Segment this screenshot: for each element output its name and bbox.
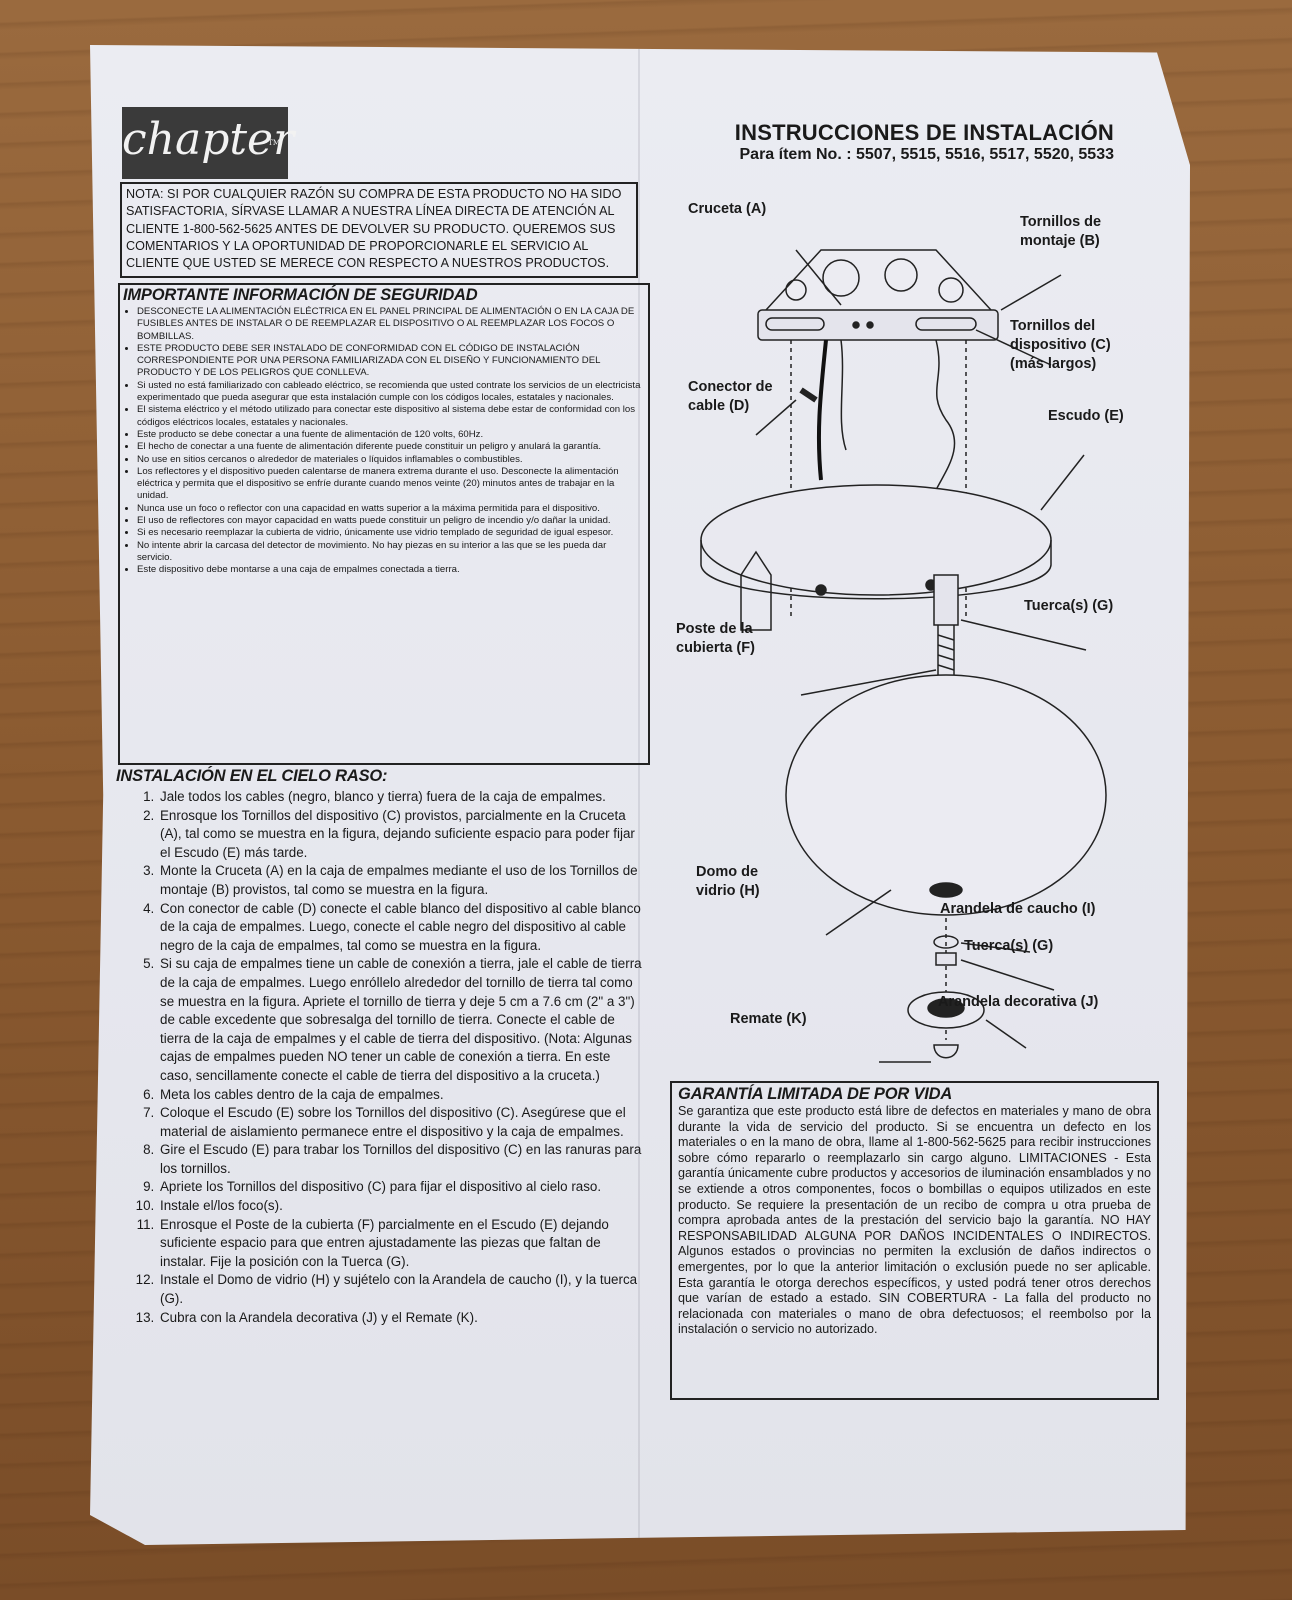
step-item: Si su caja de empalmes tiene un cable de… bbox=[158, 955, 646, 1085]
safety-item: Nunca use un foco o reflector con una ca… bbox=[137, 503, 644, 515]
chapter-logo: chapter TM bbox=[122, 107, 294, 179]
instruction-sheet: chapter TM INSTRUCCIONES DE INSTALACIÓN … bbox=[90, 45, 1190, 1545]
installation-heading: INSTALACIÓN EN EL CIELO RASO: bbox=[116, 767, 388, 785]
label-fixture-screws: Tornillos del dispositivo (C) (más largo… bbox=[1010, 318, 1111, 372]
step-item: Gire el Escudo (E) para trabar los Torni… bbox=[158, 1141, 646, 1178]
logo-brand: chapter bbox=[122, 114, 295, 165]
safety-item: DESCONECTE LA ALIMENTACIÓN ELÉCTRICA EN … bbox=[137, 306, 644, 343]
safety-item: Este dispositivo debe montarse a una caj… bbox=[137, 564, 644, 576]
label-canopy-post: Poste de la cubierta (F) bbox=[676, 621, 755, 656]
step-item: Monte la Cruceta (A) en la caja de empal… bbox=[158, 862, 646, 899]
label-nut-bottom: Tuerca(s) (G) bbox=[964, 938, 1054, 954]
step-item: Jale todos los cables (negro, blanco y t… bbox=[158, 788, 646, 807]
step-item: Meta los cables dentro de la caja de emp… bbox=[158, 1086, 646, 1105]
leader-lines bbox=[755, 249, 1087, 1063]
safety-item: El uso de reflectores con mayor capacida… bbox=[137, 515, 644, 527]
fixture-exploded-diagram bbox=[700, 249, 1107, 1063]
label-mounting-screws: Tornillos de montaje (B) bbox=[1020, 214, 1102, 249]
warranty-text: Se garantiza que este producto está libr… bbox=[678, 1104, 1151, 1337]
document-title: INSTRUCCIONES DE INSTALACIÓN bbox=[734, 120, 1114, 145]
safety-heading: IMPORTANTE INFORMACIÓN DE SEGURIDAD bbox=[123, 286, 478, 304]
label-finial: Remate (K) bbox=[730, 1011, 807, 1027]
safety-item: ESTE PRODUCTO DEBE SER INSTALADO DE CONF… bbox=[137, 343, 644, 380]
logo-trademark: TM bbox=[268, 139, 280, 147]
safety-item: Los reflectores y el dispositivo pueden … bbox=[137, 466, 644, 503]
label-canopy: Escudo (E) bbox=[1048, 408, 1124, 424]
glass-dome-drawing bbox=[785, 674, 1107, 916]
safety-item: No intente abrir la carcasa del detector… bbox=[137, 540, 644, 565]
label-decorative-washer: Arandela decorativa (J) bbox=[938, 994, 1099, 1010]
label-crossbar: Cruceta (A) bbox=[688, 201, 767, 217]
safety-list: DESCONECTE LA ALIMENTACIÓN ELÉCTRICA EN … bbox=[137, 306, 644, 577]
customer-note: NOTA: SI POR CUALQUIER RAZÓN SU COMPRA D… bbox=[120, 182, 638, 278]
warranty-heading: GARANTÍA LIMITADA DE POR VIDA bbox=[678, 1085, 953, 1103]
step-item: Instale el Domo de vidrio (H) y sujételo… bbox=[158, 1271, 646, 1308]
canopy-drawing bbox=[700, 484, 1052, 631]
safety-item: No use en sitios cercanos o alrededor de… bbox=[137, 454, 644, 466]
label-glass-dome: Domo de vidrio (H) bbox=[696, 864, 760, 899]
safety-item: Este producto se debe conectar a una fue… bbox=[137, 429, 644, 441]
step-item: Instale el/los foco(s). bbox=[158, 1197, 646, 1216]
document-title-block: INSTRUCCIONES DE INSTALACIÓN Para ítem N… bbox=[735, 120, 1114, 164]
warranty-box: GARANTÍA LIMITADA DE POR VIDA Se garanti… bbox=[670, 1081, 1159, 1400]
step-item: Enrosque el Poste de la cubierta (F) par… bbox=[158, 1216, 646, 1272]
label-rubber-washer: Arandela de caucho (I) bbox=[940, 901, 1096, 917]
step-item: Apriete los Tornillos del dispositivo (C… bbox=[158, 1178, 646, 1197]
installation-steps: Jale todos los cables (negro, blanco y t… bbox=[158, 788, 646, 1327]
item-numbers: Para ítem No. : 5507, 5515, 5516, 5517, … bbox=[739, 146, 1115, 163]
crossbar-drawing bbox=[757, 249, 999, 341]
label-nut-top: Tuerca(s) (G) bbox=[1024, 598, 1114, 614]
safety-info-box: IMPORTANTE INFORMACIÓN DE SEGURIDAD DESC… bbox=[118, 283, 650, 765]
step-item: Cubra con la Arandela decorativa (J) y e… bbox=[158, 1309, 646, 1328]
safety-item: Si es necesario reemplazar la cubierta d… bbox=[137, 527, 644, 539]
step-item: Con conector de cable (D) conecte el cab… bbox=[158, 900, 646, 956]
step-item: Enrosque los Tornillos del dispositivo (… bbox=[158, 807, 646, 863]
safety-item: El sistema eléctrico y el método utiliza… bbox=[137, 404, 644, 429]
safety-item: El hecho de conectar a una fuente de ali… bbox=[137, 441, 644, 453]
step-item: Coloque el Escudo (E) sobre los Tornillo… bbox=[158, 1104, 646, 1141]
installation-section: INSTALACIÓN EN EL CIELO RASO: Jale todos… bbox=[116, 767, 646, 1327]
label-wire-connector: Conector de cable (D) bbox=[688, 379, 773, 414]
paper-fold-line bbox=[638, 45, 640, 1545]
safety-item: Si usted no está familiarizado con cable… bbox=[137, 380, 644, 405]
